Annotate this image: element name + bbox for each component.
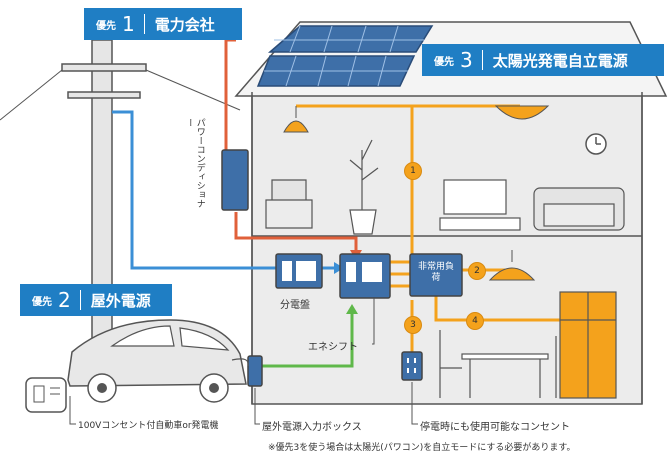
priority-badge-1: 優先 1 電力会社 (84, 8, 242, 40)
priority-label: 電力会社 (154, 15, 215, 34)
priority-prefix: 優先 (434, 56, 454, 68)
grid-arrow (334, 262, 344, 274)
television-icon (439, 179, 521, 231)
outlet-icon (401, 351, 423, 381)
circuit-number-3: 3 (404, 316, 422, 334)
priority-label: 屋外電源 (90, 291, 151, 310)
car-icon (67, 319, 249, 403)
enershift-icon (339, 253, 391, 299)
distribution-board-label: 分電盤 (280, 300, 310, 311)
priority-label: 太陽光発電自立電源 (492, 51, 628, 70)
priority-number: 1 (122, 12, 135, 36)
priority-number: 3 (460, 48, 473, 72)
priority-badge-3: 優先 3 太陽光発電自立電源 (422, 44, 664, 76)
distribution-board-icon (275, 253, 323, 289)
priority-badge-2: 優先 2 屋外電源 (20, 284, 172, 316)
priority-number: 2 (58, 288, 71, 312)
emergency-load-label: 非常用負荷 (417, 262, 454, 283)
armchair-icon (265, 179, 313, 229)
ceiling-light-icon (494, 105, 550, 120)
circuit-number-1: 1 (404, 162, 422, 180)
load-wiring (296, 104, 560, 356)
enershift-label: エネシフト (308, 342, 358, 353)
outdoor-wiring (262, 312, 354, 368)
outdoor-input-box-label: 屋外電源入力ボックス (262, 422, 362, 433)
emergency-load-panel (409, 253, 463, 297)
plant-icon (349, 139, 379, 235)
sofa-icon (533, 187, 625, 231)
solar-wiring (224, 38, 358, 252)
priority-prefix: 優先 (96, 20, 116, 32)
outdoor-arrow (346, 304, 358, 314)
utility-pole (0, 39, 241, 341)
dining-table-icon (439, 330, 557, 398)
generator-icon (25, 377, 67, 413)
pendant-light-icon (283, 106, 309, 133)
ev-generator-label: 100Vコンセント付自動車or発電機 (78, 421, 219, 431)
outdoor-input-box-icon (247, 355, 263, 387)
badge-divider (79, 290, 81, 310)
clock-icon (585, 133, 607, 155)
leader-lines (69, 298, 418, 425)
badge-divider (481, 50, 483, 70)
outage-outlet-label: 停電時にも使用可能なコンセント (420, 422, 570, 433)
power-conditioner-box (221, 149, 249, 211)
grid-wiring (112, 110, 336, 270)
badge-divider (143, 14, 145, 34)
footnote: ※優先3を使う場合は太陽光(パワコン)を自立モードにする必要があります。 (268, 443, 576, 453)
circuit-number-2: 2 (468, 262, 486, 280)
circuit-number-4: 4 (466, 312, 484, 330)
power-conditioner-label: パワーコンディショナー (184, 118, 205, 208)
refrigerator-icon (559, 291, 617, 399)
dining-lamp-icon (488, 250, 536, 281)
solar-panels (256, 25, 434, 87)
priority-prefix: 優先 (32, 296, 52, 308)
